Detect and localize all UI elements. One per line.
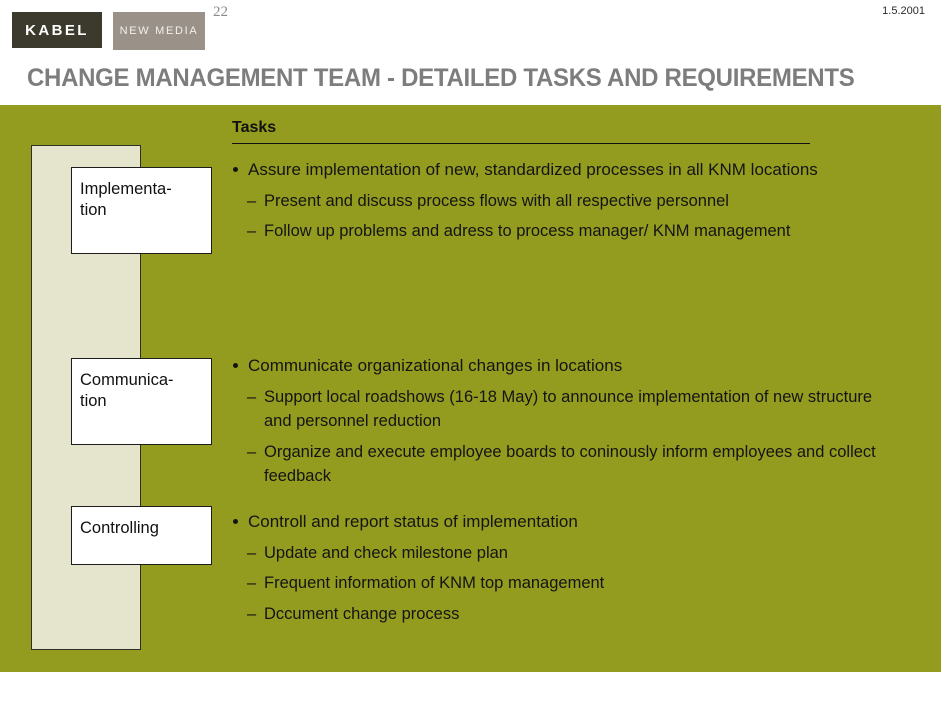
task-sub-bullet: – Support local roadshows (16-18 May) to… — [232, 385, 904, 434]
task-group-implementation: Assure implementation of new, standardiz… — [232, 157, 932, 250]
task-main-text: Communicate organizational changes in lo… — [248, 356, 623, 375]
slide-date: 1.5.2001 — [882, 5, 925, 17]
task-sub-bullet: – Update and check milestone plan — [232, 541, 924, 565]
task-sub-text: Present and discuss process flows with a… — [264, 192, 729, 211]
task-sub-text: Support local roadshows (16-18 May) to a… — [264, 388, 873, 431]
bullet-dash-icon: – — [247, 388, 257, 407]
task-group-communication: Communicate organizational changes in lo… — [232, 353, 932, 494]
task-group-controlling: Controll and report status of implementa… — [232, 509, 932, 632]
task-main-bullet: Communicate organizational changes in lo… — [232, 353, 838, 378]
task-sub-bullet: – Follow up problems and adress to proce… — [232, 219, 924, 243]
bullet-dash-icon: – — [247, 442, 257, 461]
task-sub-text: Dccument change process — [264, 604, 460, 623]
phase-box-implementation: Implementa-tion — [71, 167, 212, 254]
phase-box-communication: Communica-tion — [71, 358, 212, 445]
bullet-dash-icon: – — [247, 222, 257, 241]
task-main-bullet: Controll and report status of implementa… — [232, 509, 838, 534]
task-sub-text: Follow up problems and adress to process… — [264, 222, 791, 241]
bullet-dash-icon: – — [247, 604, 257, 623]
bullet-dot-icon — [233, 166, 238, 172]
bullet-dot-icon — [233, 518, 238, 524]
slide-header: KABEL NEW MEDIA 22 1.5.2001 CHANGE MANAG… — [0, 0, 941, 105]
task-sub-text: Frequent information of KNM top manageme… — [264, 574, 605, 593]
task-main-text: Controll and report status of implementa… — [248, 512, 578, 531]
tasks-heading: Tasks — [232, 119, 277, 136]
tasks-heading-rule — [232, 143, 810, 144]
content-panel: Implementa-tion Communica-tion Controlli… — [0, 105, 941, 672]
bullet-dot-icon — [233, 362, 238, 368]
task-sub-bullet: – Dccument change process — [232, 602, 924, 626]
task-sub-text: Update and check milestone plan — [264, 544, 508, 563]
bullet-dash-icon: – — [247, 192, 257, 211]
new-media-logo: NEW MEDIA — [113, 12, 205, 50]
task-sub-bullet: – Present and discuss process flows with… — [232, 189, 924, 213]
task-sub-text: Organize and execute employee boards to … — [264, 442, 876, 485]
bullet-dash-icon: – — [247, 574, 257, 593]
task-sub-bullet: – Organize and execute employee boards t… — [232, 440, 904, 489]
bullet-dash-icon: – — [247, 544, 257, 563]
page-title: CHANGE MANAGEMENT TEAM - DETAILED TASKS … — [27, 64, 855, 92]
kabel-logo: KABEL — [12, 12, 102, 48]
page-number: 22 — [213, 4, 228, 20]
phase-box-controlling: Controlling — [71, 506, 212, 565]
task-main-bullet: Assure implementation of new, standardiz… — [232, 157, 838, 182]
task-main-text: Assure implementation of new, standardiz… — [248, 160, 818, 179]
task-sub-bullet: – Frequent information of KNM top manage… — [232, 571, 924, 595]
